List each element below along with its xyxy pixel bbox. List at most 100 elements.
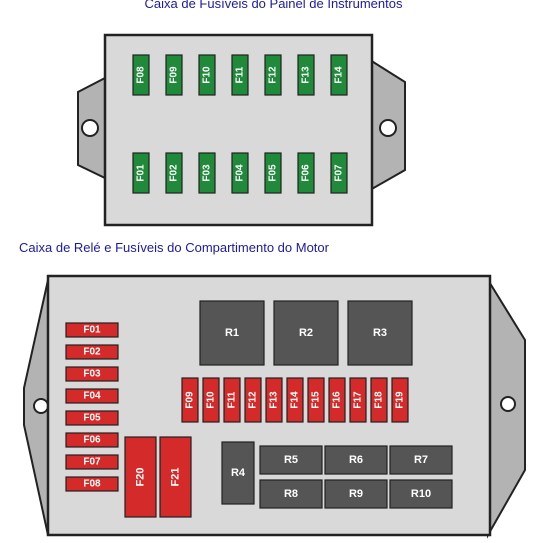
panel-fuse-f13: F13 — [297, 54, 315, 96]
relay-r2: R2 — [273, 300, 339, 366]
engine-fuse-f15-body — [307, 377, 325, 423]
panel-fuse-f05-body — [264, 152, 282, 194]
engine-fuse-f01: F01 — [65, 322, 119, 338]
engine-fuse-f11-label: F11 — [227, 391, 238, 408]
engine-fuse-f13: F13 — [265, 377, 283, 423]
engine-fuse-f10-body — [202, 377, 220, 423]
engine-fuse-f20-body — [124, 436, 157, 518]
engine-fuse-f06: F06 — [65, 432, 119, 448]
panel-fuse-f06: F06 — [297, 152, 315, 194]
engine-fuse-f12-label: F12 — [248, 391, 259, 409]
engine-fuse-f08: F08 — [65, 476, 119, 492]
panel-fuse-f06-body — [297, 152, 315, 194]
engine-fuse-f06-label: F06 — [83, 435, 101, 446]
engine-fuse-f03-label: F03 — [83, 369, 101, 380]
engine-fuse-f13-body — [265, 377, 283, 423]
panel-fuse-f12-label: F12 — [268, 66, 279, 84]
panel-fuse-f10-body — [198, 54, 216, 96]
panel-box-title: Caixa de Fusíveis do Painel de Instrumen… — [144, 0, 403, 11]
panel-left-hole — [81, 119, 99, 137]
engine-fuse-f05: F05 — [65, 410, 119, 426]
engine-fuse-f13-label: F13 — [269, 391, 280, 409]
panel-fuse-f10-label: F10 — [202, 66, 213, 84]
panel-fuse-f05: F05 — [264, 152, 282, 194]
engine-fuse-f05-label: F05 — [83, 413, 101, 424]
panel-fuse-f10: F10 — [198, 54, 216, 96]
relay-r10-body — [389, 479, 453, 509]
engine-fuse-f03: F03 — [65, 366, 119, 382]
engine-fuse-f10: F10 — [202, 377, 220, 423]
relay-r1: R1 — [199, 300, 265, 366]
relay-r7-body — [389, 445, 453, 475]
panel-fuse-f01: F01 — [132, 152, 150, 194]
engine-fuse-f21: F21 — [159, 436, 192, 518]
relay-r3-body — [347, 300, 413, 366]
engine-fuse-f15: F15 — [307, 377, 325, 423]
engine-fuse-f06-body — [65, 432, 119, 448]
panel-fuse-f03: F03 — [198, 152, 216, 194]
engine-right-hole — [500, 396, 516, 412]
relay-r3-label: R3 — [373, 327, 387, 339]
engine-fuse-f07-body — [65, 454, 119, 470]
engine-fuse-f01-label: F01 — [83, 325, 101, 336]
engine-fuse-f08-body — [65, 476, 119, 492]
relay-r7-label: R7 — [414, 454, 428, 466]
relay-r9-label: R9 — [349, 488, 363, 500]
engine-fuse-f01-body — [65, 322, 119, 338]
relay-r8-label: R8 — [284, 488, 298, 500]
engine-fuse-f04: F04 — [65, 388, 119, 404]
engine-left-hole — [33, 398, 49, 414]
engine-fuse-f20: F20 — [124, 436, 157, 518]
panel-fuse-f03-label: F03 — [202, 164, 213, 182]
engine-fuse-f09: F09 — [181, 377, 199, 423]
panel-fuse-f01-label: F01 — [136, 164, 147, 182]
engine-box-title: Caixa de Relé e Fusíveis do Compartiment… — [19, 240, 329, 255]
relay-r10-label: R10 — [411, 488, 431, 500]
relay-r5-body — [259, 445, 323, 475]
relay-r1-body — [199, 300, 265, 366]
panel-fuse-f13-body — [297, 54, 315, 96]
engine-fuse-f17: F17 — [349, 377, 367, 423]
relay-r4: R4 — [221, 441, 255, 505]
engine-fuse-f11-body — [223, 377, 241, 423]
engine-big-fuses: F20 F21 — [124, 436, 192, 518]
engine-fuse-f19-body — [391, 377, 409, 423]
panel-fuse-f02-label: F02 — [169, 164, 180, 182]
engine-fuse-f16: F16 — [328, 377, 346, 423]
engine-fuse-f21-label: F21 — [170, 468, 182, 487]
relay-r1-label: R1 — [225, 327, 239, 339]
engine-fuse-f07-label: F07 — [83, 457, 101, 468]
engine-fuse-f02-body — [65, 344, 119, 360]
engine-fuse-f18-label: F18 — [374, 391, 385, 409]
panel-fuse-f03-body — [198, 152, 216, 194]
panel-fuse-f11: F11 — [231, 54, 249, 96]
panel-fuse-f12: F12 — [264, 54, 282, 96]
panel-fuse-f04-label: F04 — [235, 164, 246, 182]
panel-fuse-f08: F08 — [132, 54, 150, 96]
panel-fuse-f07-label: F07 — [334, 164, 345, 182]
engine-fuse-f14: F14 — [286, 377, 304, 423]
panel-fuse-f08-body — [132, 54, 150, 96]
engine-fuse-f04-label: F04 — [83, 391, 101, 402]
engine-fuse-f12: F12 — [244, 377, 262, 423]
engine-fuse-f18-body — [370, 377, 388, 423]
engine-fuse-f20-label: F20 — [135, 468, 147, 487]
relay-r6: R6 — [324, 445, 388, 475]
panel-fuse-f06-label: F06 — [301, 164, 312, 182]
relay-r4-label: R4 — [231, 467, 246, 479]
panel-fuse-f04-body — [231, 152, 249, 194]
relay-r5: R5 — [259, 445, 323, 475]
panel-fuse-f09: F09 — [165, 54, 183, 96]
engine-fuse-f10-label: F10 — [206, 391, 217, 409]
engine-fuse-f12-body — [244, 377, 262, 423]
panel-fuse-f08-label: F08 — [136, 66, 147, 84]
relay-r8: R8 — [259, 479, 323, 509]
relay-r5-label: R5 — [284, 454, 298, 466]
engine-fuse-f11: F11 — [223, 377, 241, 423]
panel-fuse-f02-body — [165, 152, 183, 194]
